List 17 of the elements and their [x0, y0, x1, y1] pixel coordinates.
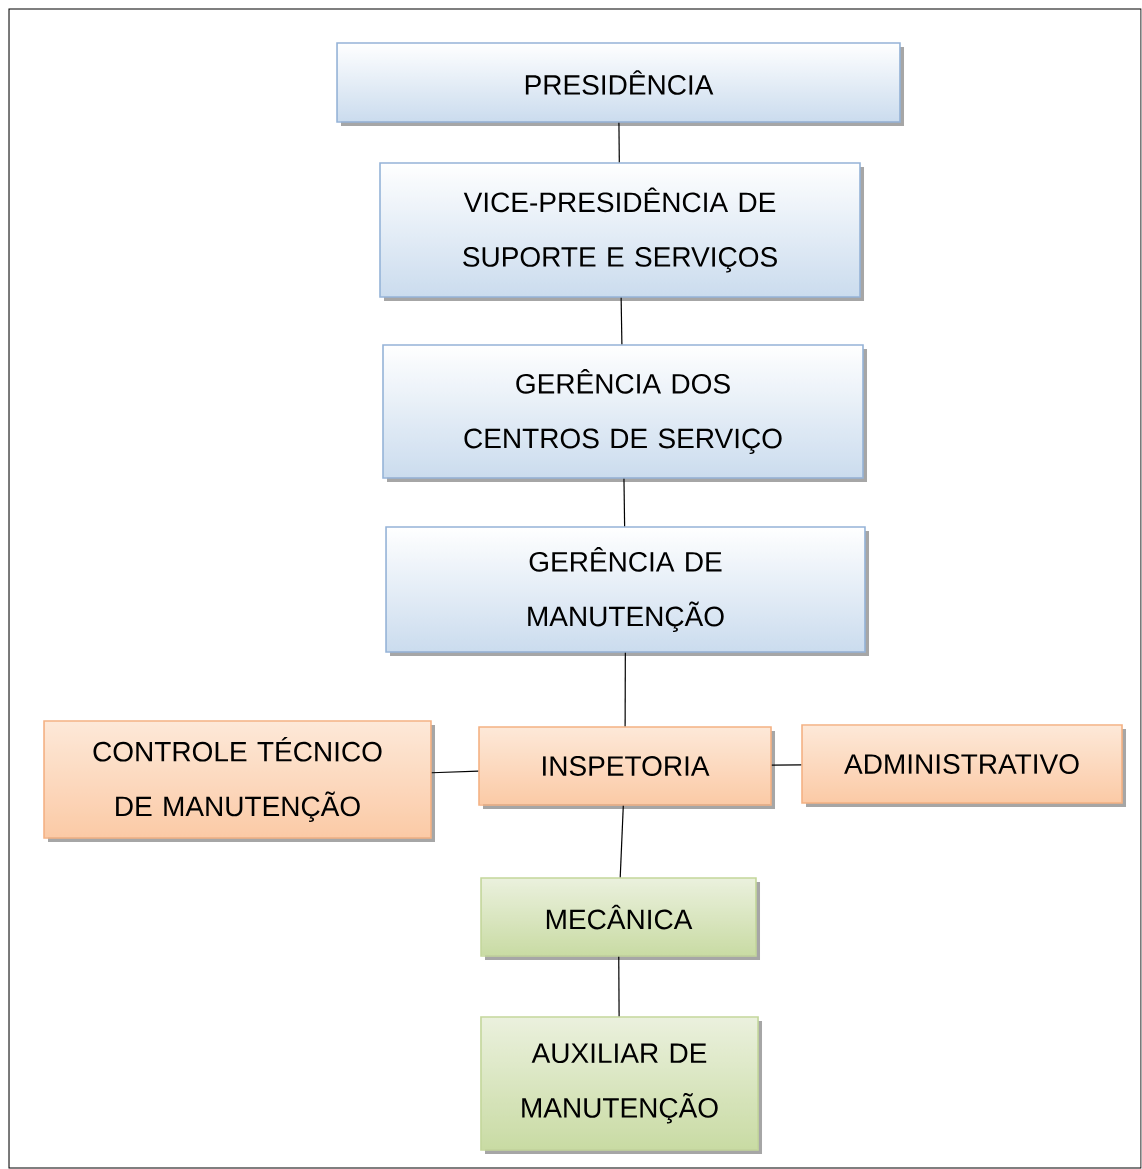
org-box: CONTROLE TÉCNICO DE MANUTENÇÃO [43, 720, 435, 842]
connector-line [624, 652, 626, 727]
org-box: MECÂNICA [480, 877, 760, 960]
org-box: GERÊNCIA DE MANUTENÇÃO [385, 526, 869, 656]
connector-line [620, 297, 623, 345]
org-box: VICE-PRESIDÊNCIA DE SUPORTE E SERVIÇOS [379, 162, 864, 301]
org-box: ADMINISTRATIVO [801, 724, 1126, 807]
connector-line [431, 770, 479, 774]
connector-line [618, 122, 620, 163]
connector-line [619, 805, 624, 878]
connector-line [771, 764, 802, 766]
org-box: PRESIDÊNCIA [336, 42, 904, 126]
org-box: INSPETORIA [478, 726, 775, 809]
connector-line [618, 956, 620, 1017]
org-box: GERÊNCIA DOS CENTROS DE SERVIÇO [382, 344, 867, 482]
connector-line [623, 478, 626, 527]
org-box: AUXILIAR DE MANUTENÇÃO [480, 1016, 762, 1154]
